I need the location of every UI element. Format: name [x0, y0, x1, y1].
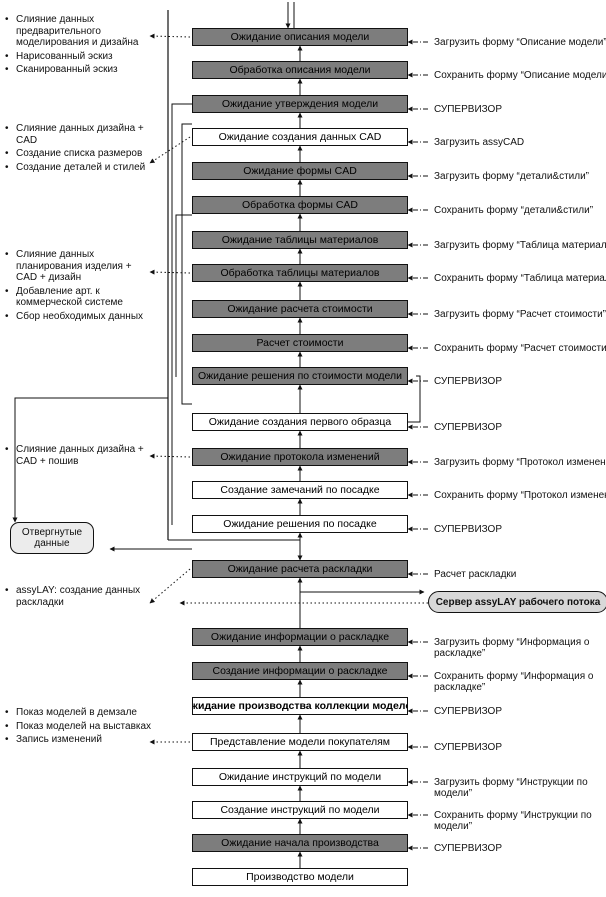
- step-box: Производство модели: [192, 868, 408, 886]
- step-action-line: Сохранить форму “Расчет стоимости”: [434, 343, 606, 354]
- step-box: Ожидание таблицы материалов: [192, 231, 408, 249]
- step-action-line: Сохранить форму “детали&стили”: [434, 205, 594, 216]
- step-action-line: Загрузить форму “Описание модели”: [434, 37, 606, 48]
- step-action-label: СУПЕРВИЗОР: [434, 706, 502, 717]
- step-action-line: Загрузить форму “Таблица материалов”: [434, 240, 606, 251]
- step-action-line: СУПЕРВИЗОР: [434, 376, 503, 387]
- step-action-label: Сохранить форму “Описание модели”: [434, 70, 606, 81]
- step-action-label: СУПЕРВИЗОР: [434, 104, 502, 115]
- step-box: Представление модели покупателям: [192, 733, 408, 751]
- step-action-line: Загрузить assyCAD: [434, 137, 525, 148]
- step-action-label: Загрузить форму “Расчет стоимости”: [434, 309, 606, 320]
- step-box: Ожидание инструкций по модели: [192, 768, 408, 786]
- step-action-line: СУПЕРВИЗОР: [434, 524, 503, 535]
- step-action-label: СУПЕРВИЗОР: [434, 524, 502, 535]
- step-box: Создание инструкций по модели: [192, 801, 408, 819]
- step-action-label: Расчет раскладки: [434, 569, 516, 580]
- step-action-line: Сохранить форму “Информация о: [434, 671, 594, 682]
- step-action-label: СУПЕРВИЗОР: [434, 376, 502, 387]
- step-action-label: Загрузить форму “детали&стили”: [434, 171, 589, 182]
- step-action-label: Сохранить форму “Таблица материалов”: [434, 273, 606, 284]
- step-action-label: СУПЕРВИЗОР: [434, 843, 502, 854]
- step-box: Обработка описания модели: [192, 61, 408, 79]
- step-action-line: модели”: [434, 788, 473, 799]
- step-action-line: раскладке”: [434, 682, 486, 693]
- step-action-line: СУПЕРВИЗОР: [434, 742, 503, 753]
- step-box: Ожидание расчета стоимости: [192, 300, 408, 318]
- step-action-line: Сохранить форму “Протокол изменений”: [434, 490, 606, 501]
- step-action-line: Загрузить форму “детали&стили”: [434, 171, 589, 182]
- step-action-line: Загрузить форму “Расчет стоимости”: [434, 309, 606, 320]
- step-action-line: раскладке”: [434, 648, 486, 659]
- step-box: Ожидание расчета раскладки: [192, 560, 408, 578]
- step-box: Расчет стоимости: [192, 334, 408, 352]
- step-box: Ожидание решения по стоимости модели: [192, 367, 408, 385]
- step-box: Ожидание формы CAD: [192, 162, 408, 180]
- step-box: Ожидание решения по посадке: [192, 515, 408, 533]
- step-box: Ожидание протокола изменений: [192, 448, 408, 466]
- step-action-label: Загрузить форму “Протокол изменений”: [434, 457, 606, 468]
- step-box: Создание замечаний по посадке: [192, 481, 408, 499]
- step-box: Ожидание создания данных CAD: [192, 128, 408, 146]
- step-action-line: Сохранить форму “Описание модели”: [434, 70, 606, 81]
- step-action-label: Загрузить форму “Таблица материалов”: [434, 240, 606, 251]
- step-action-line: СУПЕРВИЗОР: [434, 422, 503, 433]
- rejected-data-node: Отвергнутые данные: [10, 522, 94, 554]
- step-box: Ожидание начала производства: [192, 834, 408, 852]
- step-action-line: СУПЕРВИЗОР: [434, 843, 503, 854]
- step-action-label: СУПЕРВИЗОР: [434, 742, 502, 753]
- step-box: Обработка таблицы материалов: [192, 264, 408, 282]
- step-action-line: Сохранить форму “Таблица материалов”: [434, 273, 606, 284]
- step-action-label: СУПЕРВИЗОР: [434, 422, 502, 433]
- workflow-server-node: Сервер assyLAY рабочего потока: [428, 591, 606, 613]
- step-action-label: Загрузить assyCAD: [434, 137, 524, 148]
- step-action-label: Сохранить форму “детали&стили”: [434, 205, 593, 216]
- step-box: Ожидание производства коллекции моделей: [192, 697, 408, 715]
- step-action-line: Сохранить форму “Инструкции по: [434, 810, 592, 821]
- step-action-label: Сохранить форму “Протокол изменений”: [434, 490, 606, 501]
- step-action-line: Загрузить форму “Информация о: [434, 637, 590, 648]
- step-box: Создание информации о раскладке: [192, 662, 408, 680]
- step-action-line: СУПЕРВИЗОР: [434, 104, 503, 115]
- step-action-line: модели”: [434, 821, 473, 832]
- step-action-line: Загрузить форму “Инструкции по: [434, 777, 588, 788]
- step-box: Ожидание создания первого образца: [192, 413, 408, 431]
- step-action-line: Загрузить форму “Протокол изменений”: [434, 457, 606, 468]
- step-box: Ожидание утверждения модели: [192, 95, 408, 113]
- step-action-line: СУПЕРВИЗОР: [434, 706, 503, 717]
- step-box: Ожидание информации о раскладке: [192, 628, 408, 646]
- step-action-line: Расчет раскладки: [434, 569, 517, 580]
- step-action-label: Сохранить форму “Расчет стоимости”: [434, 343, 606, 354]
- step-box: Ожидание описания модели: [192, 28, 408, 46]
- step-action-label: Загрузить форму “Описание модели”: [434, 37, 606, 48]
- step-box: Обработка формы CAD: [192, 196, 408, 214]
